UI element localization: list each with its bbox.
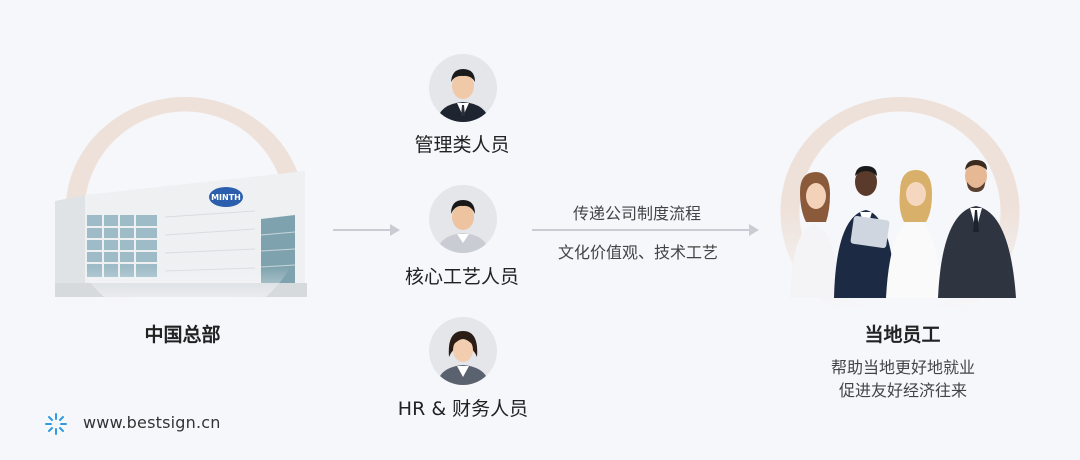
flow-text-line1: 传递公司制度流程: [573, 204, 702, 223]
flow-text-line2: 文化价值观、技术工艺: [558, 243, 719, 262]
arrow-roles-to-local-line: [532, 229, 750, 231]
bestsign-logo-icon: [45, 413, 67, 435]
hq-label: 中国总部: [144, 324, 221, 346]
role-label-management: 管理类人员: [414, 134, 510, 156]
local-employees-image: [790, 160, 1016, 298]
hq-fade-overlay: [65, 97, 305, 327]
role-label-hr-finance: HR & 财务人员: [397, 398, 529, 420]
arrow-hq-to-roles-head: [390, 224, 400, 236]
businessman-avatar-icon: [429, 54, 497, 122]
role-label-core-craft: 核心工艺人员: [404, 266, 519, 288]
local-label: 当地员工: [864, 324, 941, 346]
website-url: www.bestsign.cn: [83, 413, 221, 432]
local-desc-line2: 促进友好经济往来: [838, 381, 967, 400]
engineer-avatar-icon: [429, 185, 497, 253]
local-desc-line1: 帮助当地更好地就业: [830, 358, 975, 377]
businesswoman-avatar-icon: [429, 317, 497, 385]
arrow-roles-to-local-head: [749, 224, 759, 236]
arrow-hq-to-roles-line: [333, 229, 391, 231]
building-logo-text: MINTH: [211, 193, 241, 202]
